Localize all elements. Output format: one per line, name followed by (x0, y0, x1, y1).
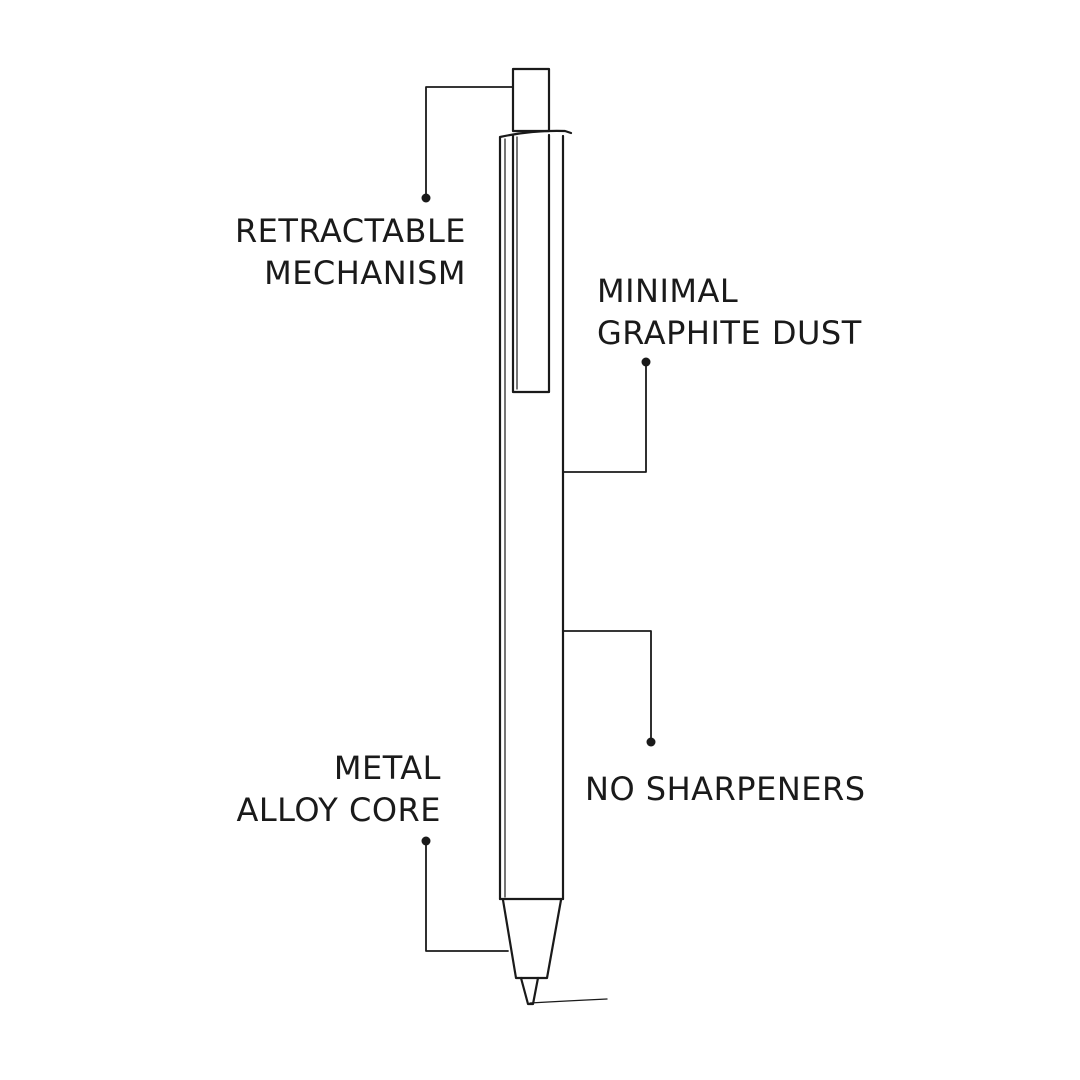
leader-dot (421, 836, 431, 846)
label-no-sharpeners: NO SHARPENERS (585, 768, 866, 810)
leader-retractable (421, 86, 514, 203)
label-line: MINIMAL (597, 272, 739, 310)
label-metal-alloy-core: METAL ALLOY CORE (236, 747, 441, 831)
leader-dot (421, 193, 431, 203)
leader-metal (421, 836, 509, 952)
leader-dot (641, 357, 651, 367)
pen-barrel (498, 129, 573, 901)
pen-cone-tip (501, 898, 563, 980)
leader-sharpeners (562, 630, 656, 747)
pen-clip (511, 133, 551, 394)
label-retractable-mechanism: RETRACTABLE MECHANISM (235, 210, 466, 294)
label-line: NO SHARPENERS (585, 770, 866, 808)
leader-graphite (562, 357, 651, 473)
pen-stroke-mark (529, 998, 608, 1004)
pen-push-button (511, 67, 551, 133)
label-line: ALLOY CORE (236, 791, 441, 829)
label-line: METAL (333, 749, 441, 787)
pen-lead-tip (519, 976, 540, 1006)
label-line: RETRACTABLE (234, 212, 466, 250)
label-line: GRAPHITE DUST (597, 314, 862, 352)
leader-dot (646, 737, 656, 747)
label-minimal-graphite-dust: MINIMAL GRAPHITE DUST (597, 270, 862, 354)
label-line: MECHANISM (264, 254, 466, 292)
